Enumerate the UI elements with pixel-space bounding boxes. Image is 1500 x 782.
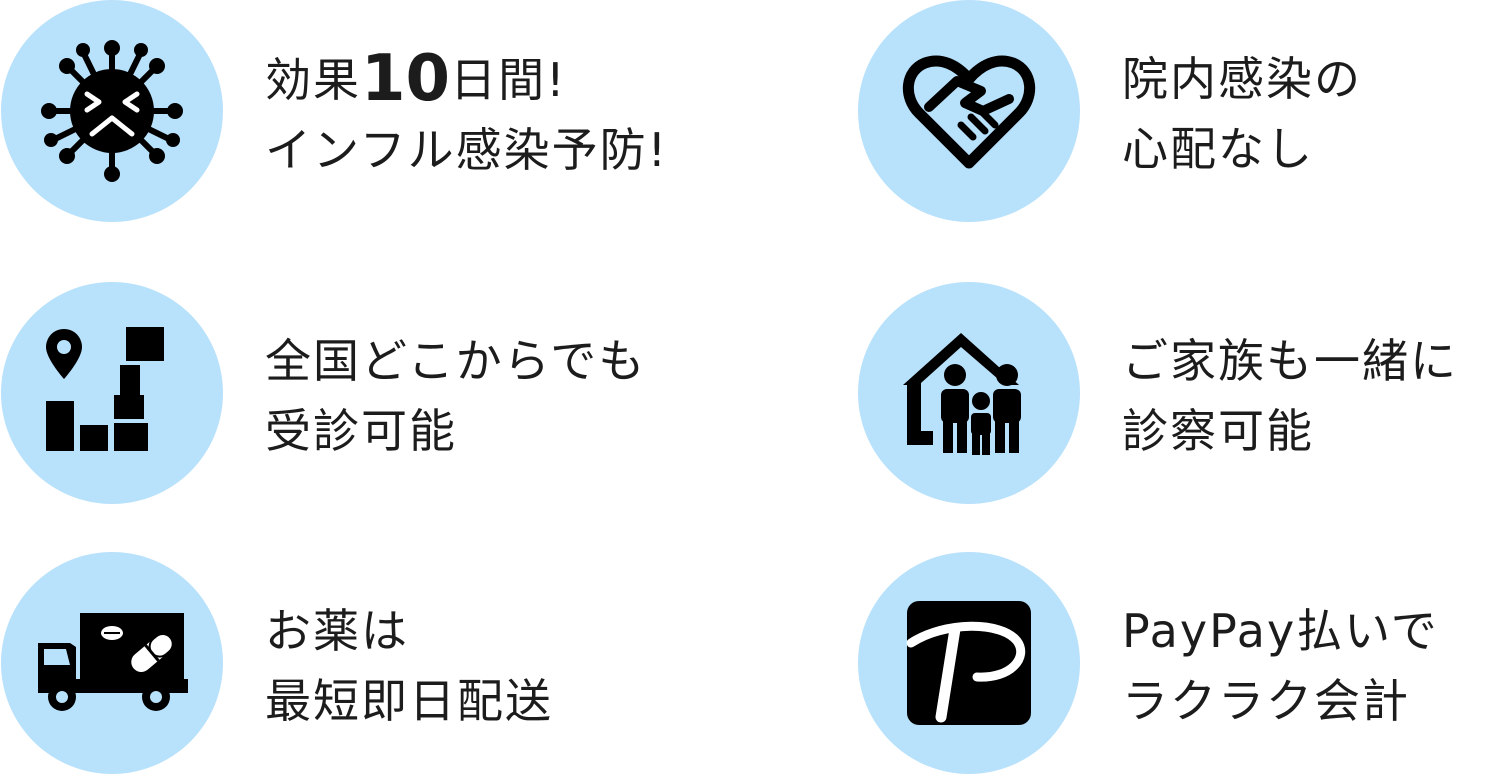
icon-circle — [1, 552, 223, 774]
feature-line-1: 院内感染の — [1122, 52, 1362, 106]
feature-text: 全国どこからでも 受診可能 — [265, 326, 646, 466]
icon-circle — [1, 0, 223, 222]
japan-map-pin-icon — [46, 327, 164, 451]
feature-paypay-payment: PayPay払いで ラクラク会計 — [858, 552, 1500, 782]
feature-family-consultation: ご家族も一緒に 診察可能 — [858, 282, 1500, 512]
family-house-icon — [903, 333, 1021, 455]
feature-line-1: PayPay払いで — [1122, 604, 1439, 658]
paypay-logo-icon — [906, 601, 1031, 725]
icon-circle — [1, 282, 223, 504]
days-number: 10 — [361, 42, 451, 116]
feature-line-1: 全国どこからでも — [265, 334, 647, 388]
feature-line-1: 効果10日間! — [265, 42, 567, 116]
feature-line-2: 診察可能 — [1122, 404, 1314, 458]
feature-text: ご家族も一緒に 診察可能 — [1122, 326, 1458, 466]
feature-line-1: ご家族も一緒に — [1122, 334, 1458, 388]
heart-handshake-icon — [902, 55, 1036, 169]
feature-text: 効果10日間! インフル感染予防! — [265, 44, 668, 185]
feature-nationwide-consultation: 全国どこからでも 受診可能 — [1, 282, 701, 512]
icon-circle — [858, 0, 1080, 222]
feature-text: 院内感染の 心配なし — [1122, 44, 1362, 184]
virus-icon — [41, 40, 183, 182]
feature-same-day-delivery: お薬は 最短即日配送 — [1, 552, 701, 782]
icon-circle — [858, 552, 1080, 774]
feature-text: PayPay払いで ラクラク会計 — [1122, 596, 1439, 736]
feature-line-2: 心配なし — [1122, 122, 1314, 176]
feature-no-hospital-infection: 院内感染の 心配なし — [858, 0, 1500, 230]
feature-infection-prevention: 効果10日間! インフル感染予防! — [1, 0, 701, 230]
feature-text: お薬は 最短即日配送 — [265, 596, 553, 736]
feature-line-2: 最短即日配送 — [265, 674, 553, 728]
icon-circle — [858, 282, 1080, 504]
feature-line-2: ラクラク会計 — [1122, 674, 1410, 728]
feature-line-2: 受診可能 — [265, 404, 457, 458]
delivery-truck-icon — [38, 613, 188, 711]
feature-line-2: インフル感染予防! — [265, 123, 669, 177]
feature-line-1: お薬は — [265, 604, 409, 658]
